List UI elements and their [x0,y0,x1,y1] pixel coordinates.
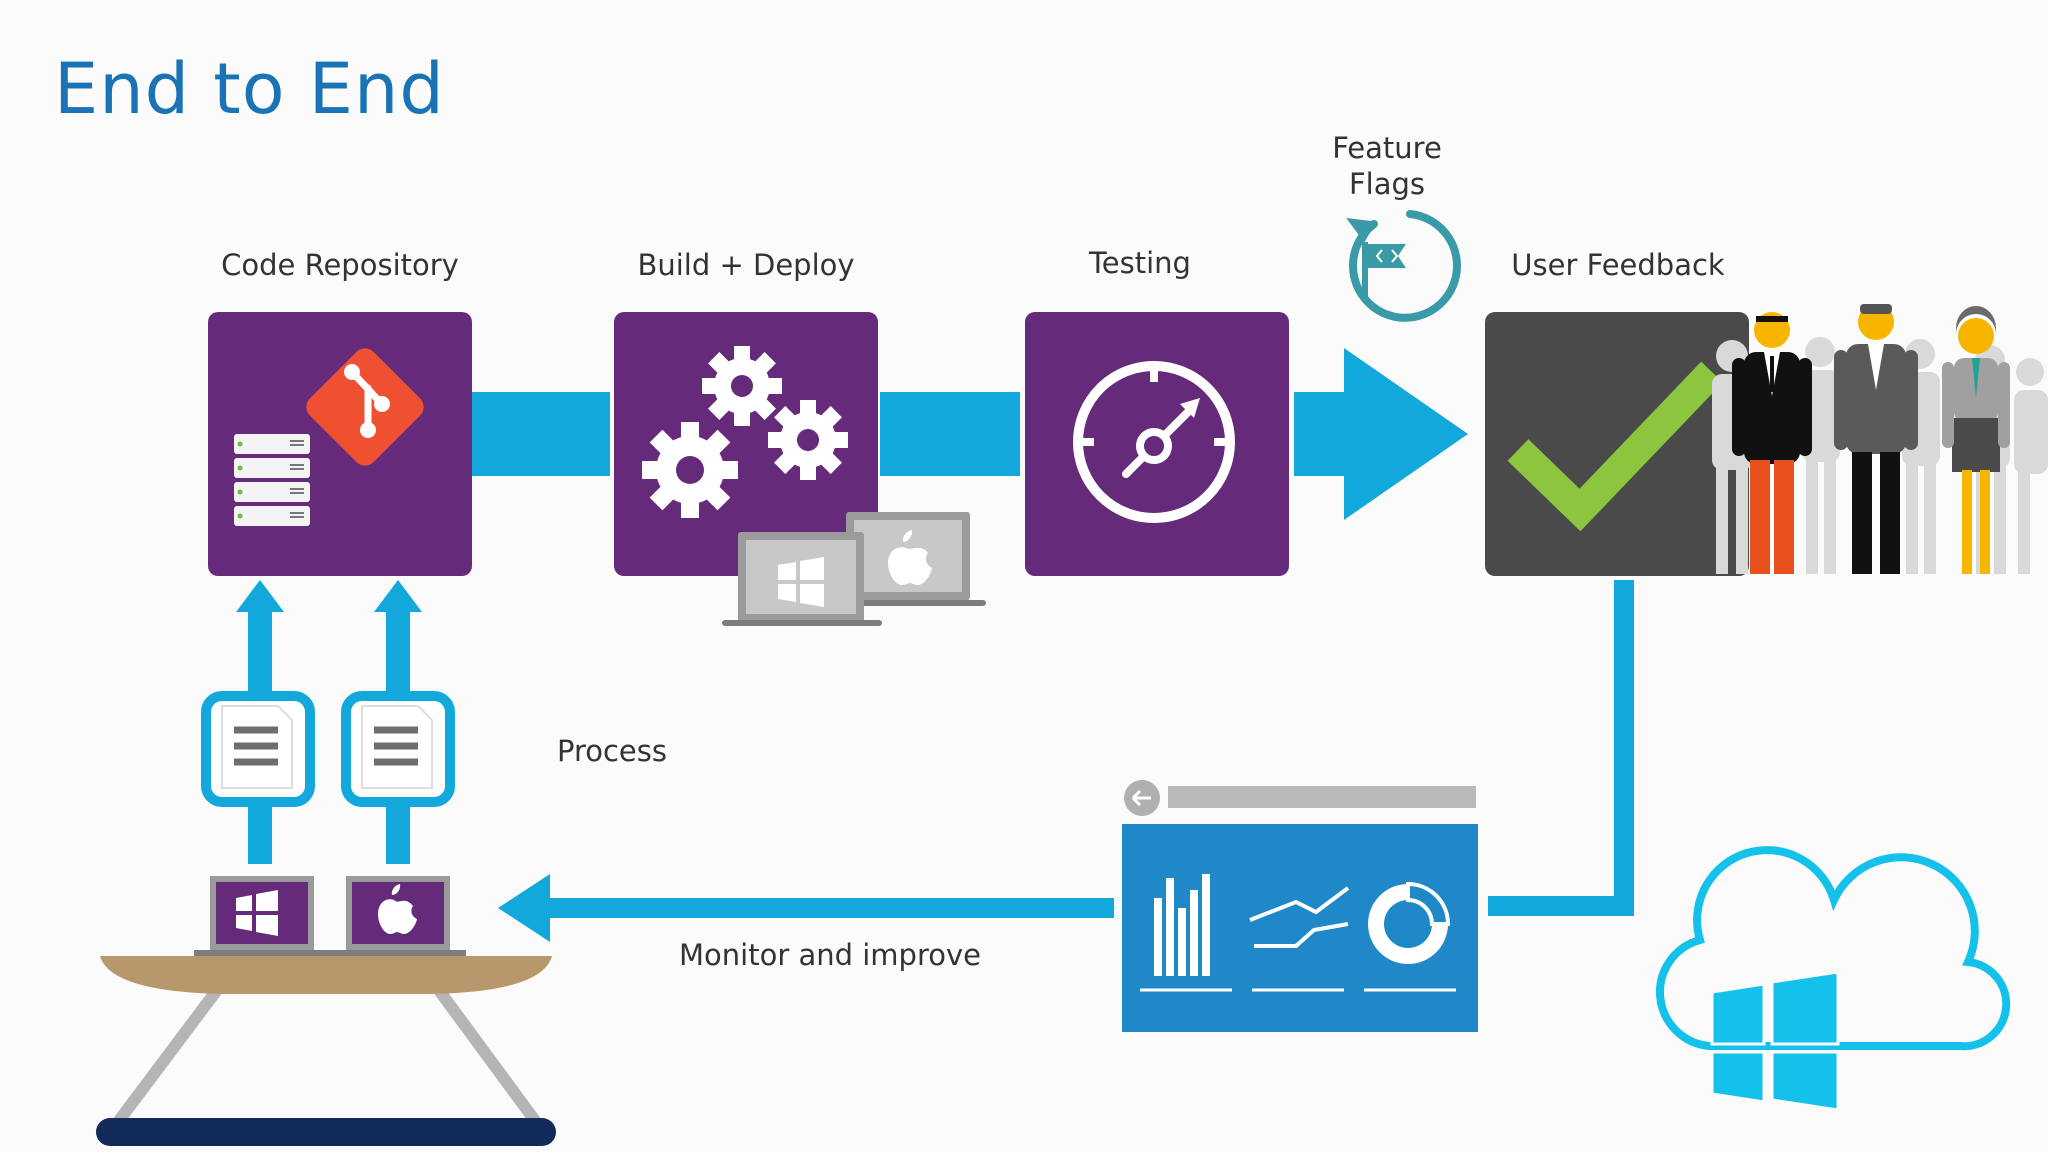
windows-laptop-icon [722,532,882,626]
person-black-suit [1732,312,1812,574]
process-label: Process [556,734,667,768]
document-icon-1 [201,691,315,807]
testing-tile [1025,312,1289,576]
feature-flag-icon [1346,210,1461,322]
user-feedback-tile [1485,312,1749,576]
git-icon [306,348,424,466]
build-deploy-tile [614,312,986,626]
stage-label-build-deploy: Build + Deploy [637,248,855,282]
people-group-icon [1712,304,2048,574]
mac-laptop-icon [834,512,986,606]
dashboard-window [1122,780,1478,1032]
mac-laptop-dev [330,876,466,956]
stage-label-testing: Testing [1089,246,1191,280]
checkmark-icon [1507,361,1723,532]
windows-laptop-dev [194,876,330,956]
line-chart-icon [1249,886,1350,948]
code-repository-tile [208,312,472,576]
page-title: End to End [54,48,445,130]
server-stack-icon [234,434,310,526]
stage-label-user-feedback: User Feedback [1511,248,1725,282]
developer-desk [96,956,556,1146]
monitor-label: Monitor and improve [679,938,981,972]
stage-label-code-repository: Code Repository [221,248,459,282]
bar-chart-icon [1154,874,1210,976]
monitor-arrow [498,874,1114,942]
person-gray-suit [1834,304,1918,574]
gears-icon [642,346,848,518]
connector-bar-1 [472,392,610,476]
feature-flags-label-line1: Feature [1332,131,1442,165]
connector-bar-2 [880,392,1020,476]
feedback-return-line [1488,580,1634,916]
windows-cloud-icon [1656,846,2011,1112]
gauge-icon [1073,361,1235,523]
feature-flags-label-line2: Flags [1348,167,1426,201]
document-icon-2 [341,691,455,807]
arrow-to-feedback [1294,348,1468,520]
donut-chart-icon [1368,881,1451,964]
person-woman [1942,306,2010,574]
